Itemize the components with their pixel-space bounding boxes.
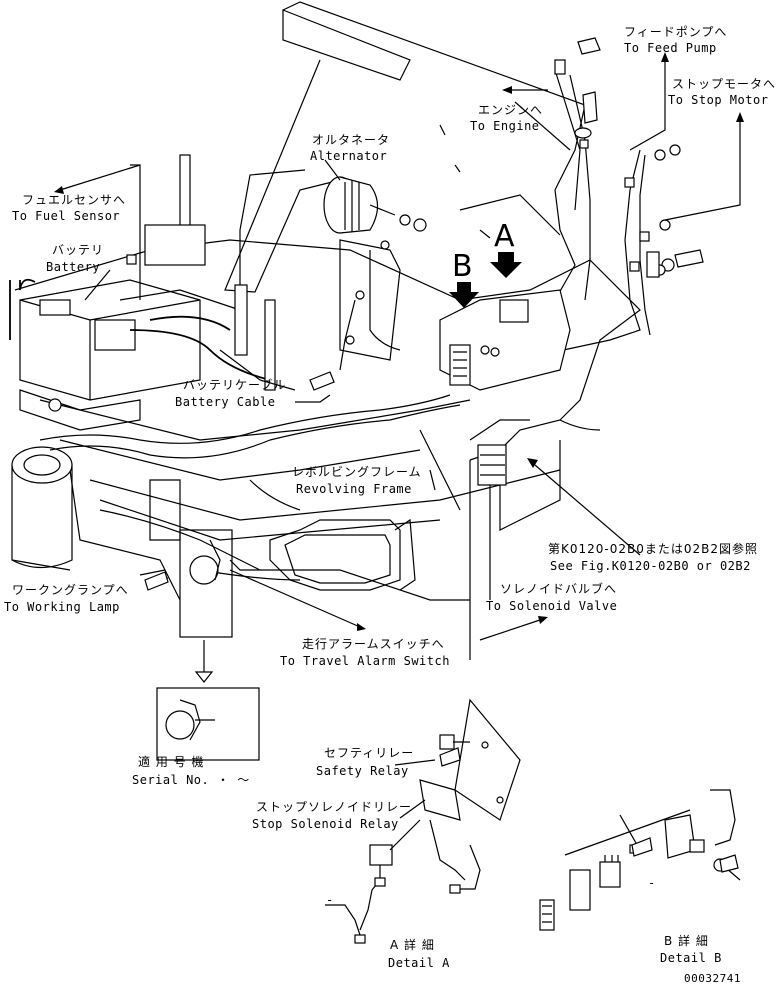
detail-a-label-jp: A 詳 細 <box>390 938 435 952</box>
battery-cable <box>119 154 276 391</box>
safety-relay-label-en: Safety Relay <box>316 764 409 778</box>
stop-motor-label-jp: ストップモータへ <box>672 77 777 91</box>
detail-b-label-en: Detail B <box>660 951 722 965</box>
fuel-sensor-label-en: To Fuel Sensor <box>12 209 121 223</box>
working-lamp-label-jp: ワークングランプへ <box>12 583 129 597</box>
section-markers <box>449 252 522 308</box>
leader-lines <box>11 52 744 819</box>
dash-mark-2: - <box>648 876 656 890</box>
detail-a-label-en: Detail A <box>388 956 450 970</box>
travel-alarm-label-en: To Travel Alarm Switch <box>280 654 450 668</box>
revolving-frame <box>14 239 641 660</box>
dash-mark-1: - <box>326 893 334 907</box>
alternator-label-jp: オルタネータ <box>312 133 391 147</box>
relay-area <box>439 289 571 486</box>
safety-relay-label-jp: セフティリレー <box>324 746 415 760</box>
working-lamp-label-en: To Working Lamp <box>4 600 120 614</box>
engine-label-jp: エンジンへ <box>478 103 544 117</box>
section-a-marker: A <box>494 219 516 254</box>
travel-alarm-label-jp: 走行アラームスイッチへ <box>302 637 445 651</box>
detail-b-drawing <box>539 789 741 931</box>
mount-bracket <box>339 239 401 361</box>
engine-hood <box>224 1 586 321</box>
solenoid-valve-label-jp: ソレノイドバルブへ <box>500 582 618 596</box>
lamp-detail <box>156 640 260 761</box>
wire-harness <box>39 69 651 581</box>
stop-relay-label-jp: ストップソレノイドリレー <box>256 800 413 814</box>
section-b-marker: B <box>452 249 474 284</box>
drawing-number: 00032741 <box>684 972 741 985</box>
fuel-sensor-label-jp: フュエルセンサへ <box>22 193 127 207</box>
detail-b-label-jp: B 詳 細 <box>664 934 709 948</box>
fuel-tank <box>11 446 73 569</box>
stop-relay-label-en: Stop Solenoid Relay <box>252 817 399 831</box>
see-fig-label-jp: 第K0120-02B0または02B2図参照 <box>548 542 759 556</box>
hardware-parts <box>126 37 739 873</box>
battery <box>9 278 201 431</box>
alternator <box>323 176 427 234</box>
solenoid-valve-label-en: To Solenoid Valve <box>486 599 618 613</box>
battery-cable-label-jp: バッテリケーブル <box>183 378 287 392</box>
battery-label-en: Battery <box>46 260 101 274</box>
feed-pump-label-jp: フィードポンプへ <box>624 25 728 39</box>
serial-label-jp: 適 用 号 機 <box>138 755 205 769</box>
serial-label-en: Serial No. ・ ～ <box>132 773 250 787</box>
battery-cable-label-en: Battery Cable <box>175 395 276 409</box>
engine-label-en: To Engine <box>470 119 540 133</box>
feed-pump-label-en: To Feed Pump <box>624 41 717 55</box>
see-fig-label-en: See Fig.K0120-02B0 or 02B2 <box>550 559 751 573</box>
revolving-frame-label-jp: レボルビングフレーム <box>292 465 422 479</box>
alternator-label-en: Alternator <box>310 149 388 163</box>
revolving-frame-label-en: Revolving Frame <box>296 482 412 496</box>
battery-label-jp: バッテリ <box>52 243 105 257</box>
stop-motor-label-en: To Stop Motor <box>668 93 769 107</box>
